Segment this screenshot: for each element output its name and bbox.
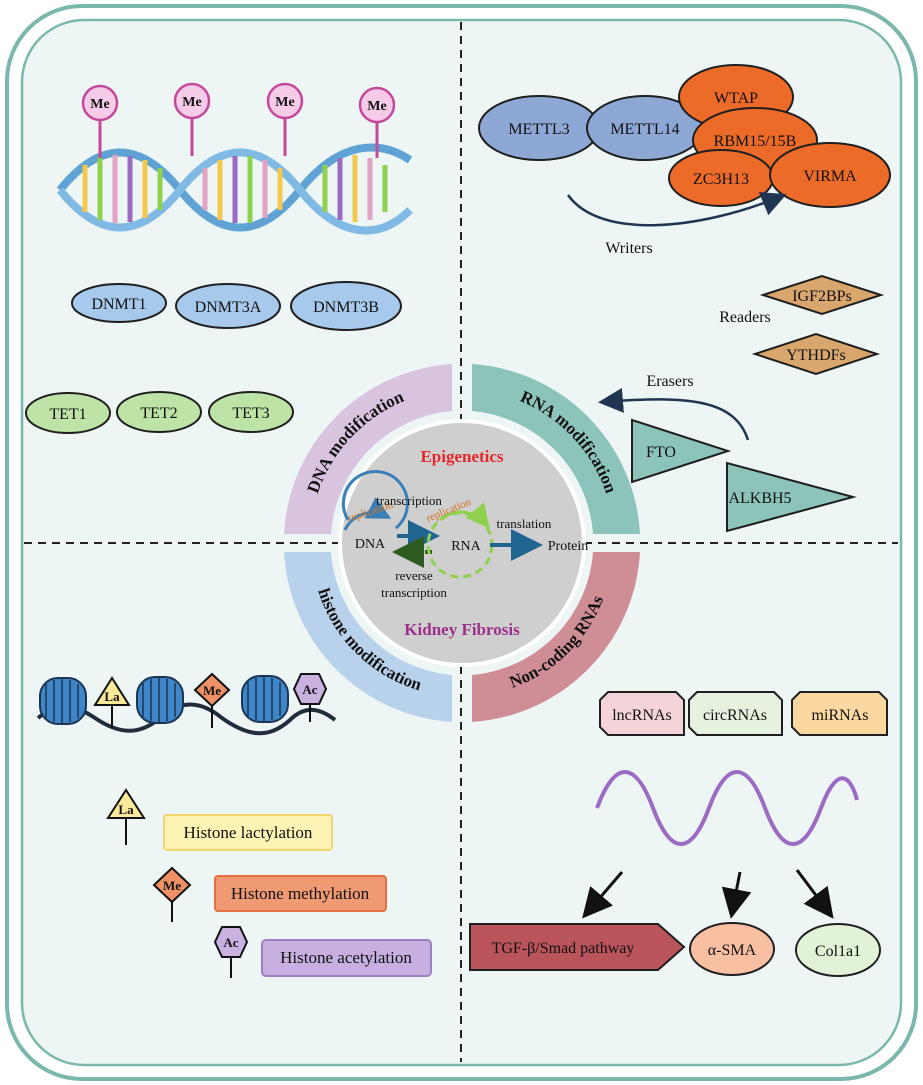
writer-complex: METTL3 METTL14 WTAP RBM15/15B ZC3H13 VIR… [478, 64, 891, 208]
target-arrow [795, 869, 834, 919]
writers-arrow [566, 192, 787, 227]
rna-replication-arrow [439, 502, 490, 529]
legend-label: Histone methylation [231, 884, 370, 903]
eraser-label: FTO [646, 444, 676, 461]
methyl-label: Me [275, 95, 294, 110]
target-arrow [721, 871, 752, 919]
ring-segment-histone [284, 552, 452, 722]
category-ring [284, 364, 640, 722]
methyl-groups: Me Me Me Me [81, 82, 396, 158]
ring-segment-rna [472, 364, 640, 534]
target-label: Col1a1 [815, 943, 861, 960]
writer-label: RBM15/15B [714, 133, 797, 150]
erasers-arrow [598, 387, 750, 441]
target-arrow [582, 871, 624, 919]
chromatin-strand [36, 702, 337, 736]
dna-node: DNA [355, 537, 386, 552]
legend-lactyl-icon: La [118, 802, 134, 817]
dnmt-label: DNMT3A [195, 299, 262, 316]
erasers-label: Erasers [646, 373, 693, 390]
writer-label: METTL14 [610, 121, 679, 138]
dna-loop [341, 470, 409, 530]
replication-arrow [343, 497, 392, 531]
ncrna-label: lncRNAs [612, 707, 672, 724]
target-label: TGF-β/Smad pathway [492, 940, 635, 957]
methyl-mark: Me [203, 683, 221, 698]
dna-helix [56, 143, 413, 235]
fibrosis-targets: TGF-β/Smad pathway α-SMA Col1a1 [469, 922, 881, 977]
ncrna-label: circRNAs [703, 707, 767, 724]
writer-label: WTAP [714, 90, 758, 107]
lactyl-mark: La [104, 689, 120, 704]
reverse-label-1: reverse [395, 568, 433, 583]
legend-label: Histone lactylation [184, 823, 313, 842]
readers-label: Readers [719, 309, 771, 326]
tet-label: TET2 [140, 405, 177, 422]
tet-label: TET3 [232, 405, 269, 422]
methyl-label: Me [90, 97, 109, 112]
eraser-proteins: FTO ALKBH5 [631, 418, 857, 533]
writers-label: Writers [605, 240, 652, 257]
legend-acetyl-icon: Ac [223, 935, 238, 950]
reverse-label-2: transcription [381, 585, 447, 600]
nucleosomes [39, 675, 289, 725]
reader-label: YTHDFs [786, 347, 846, 364]
reader-label: IGF2BPs [792, 288, 852, 305]
tet-label: TET1 [49, 406, 86, 423]
dnmt-enzymes: DNMT1 DNMT3A DNMT3B [71, 281, 402, 331]
rna-wave [595, 770, 859, 846]
histone-marks: La Me Ac [93, 672, 328, 728]
ring-segment-dna [284, 364, 452, 534]
transcription-label: transcription [376, 493, 442, 508]
center-title: Epigenetics [420, 447, 503, 466]
ncrna-label: miRNAs [812, 707, 869, 724]
dnmt-label: DNMT3B [313, 299, 379, 316]
tet-enzymes: TET1 TET2 TET3 [25, 391, 294, 434]
rna-node: RNA [451, 539, 481, 554]
methyl-label: Me [367, 99, 386, 114]
histone-legend: La Histone lactylation Me Histone methyl… [106, 788, 432, 978]
target-label: α-SMA [708, 942, 757, 959]
reader-proteins: IGF2BPs YTHDFs [751, 274, 885, 376]
eraser-label: ALKBH5 [728, 490, 791, 507]
dnmt-label: DNMT1 [91, 296, 146, 313]
legend-methyl-icon: Me [163, 878, 181, 893]
writer-label: METTL3 [508, 121, 569, 138]
methyl-label: Me [182, 95, 201, 110]
writer-label: ZC3H13 [693, 171, 749, 188]
ring-segment-ncrna [472, 552, 640, 722]
writer-label: VIRMA [803, 168, 857, 185]
ncrna-types: lncRNAs circRNAs miRNAs [599, 691, 888, 736]
translation-label: translation [497, 516, 552, 531]
protein-node: Protein [548, 539, 588, 554]
center-subtitle: Kidney Fibrosis [404, 620, 520, 639]
acetyl-mark: Ac [302, 682, 317, 697]
legend-label: Histone acetylation [280, 948, 412, 967]
